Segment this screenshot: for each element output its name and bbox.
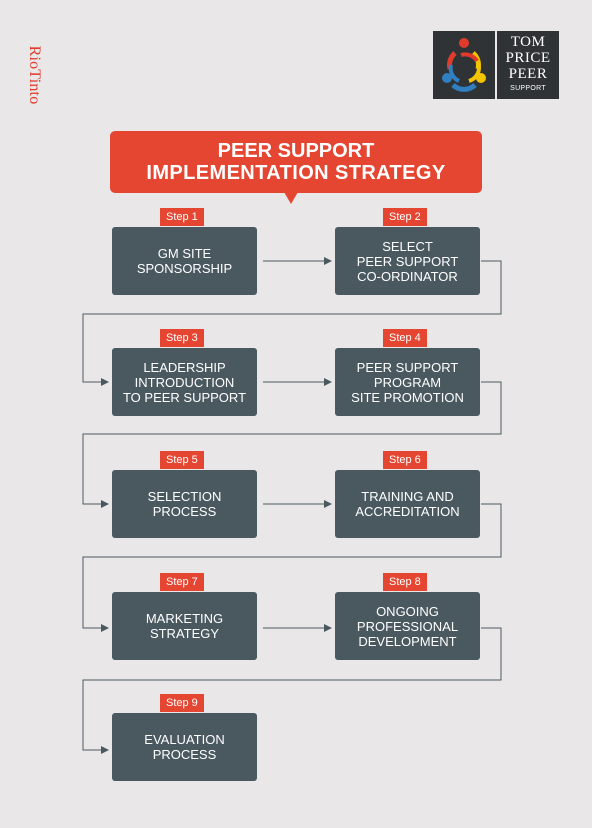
step-6-tag: Step 6 <box>383 451 427 469</box>
step-3-text: LEADERSHIP INTRODUCTION TO PEER SUPPORT <box>122 359 247 405</box>
step-3-tag: Step 3 <box>160 329 204 347</box>
step-8-tag: Step 8 <box>383 573 427 591</box>
title-line-2: IMPLEMENTATION STRATEGY <box>146 162 446 184</box>
logo-line-2: PRICE <box>505 50 551 66</box>
step-4-tag: Step 4 <box>383 329 427 347</box>
step-5-tag: Step 5 <box>160 451 204 469</box>
logo-line-1: TOM <box>510 34 546 50</box>
brand-logo: RioTinto <box>14 34 54 124</box>
step-9-text: EVALUATION PROCESS <box>144 732 225 762</box>
title-pointer <box>284 192 298 204</box>
step-8-text: ONGOING PROFESSIONAL DEVELOPMENT <box>356 603 459 649</box>
step-8-box: ONGOING PROFESSIONAL DEVELOPMENT <box>335 592 480 660</box>
step-6-box: TRAINING AND ACCREDITATION <box>335 470 480 538</box>
step-7-box: MARKETING STRATEGY <box>112 592 257 660</box>
step-1-text: GM SITE SPONSORSHIP <box>136 246 233 276</box>
step-1-tag: Step 1 <box>160 208 204 226</box>
step-5-text: SELECTION PROCESS <box>147 489 222 519</box>
step-9-box: EVALUATION PROCESS <box>112 713 257 781</box>
step-7-tag: Step 7 <box>160 573 204 591</box>
step-1-box: GM SITE SPONSORSHIP <box>112 227 257 295</box>
brand-name: RioTinto <box>26 45 43 105</box>
logo-line-4: SUPPORT <box>510 85 546 92</box>
tom-price-peer-support-logo: TOM PRICE PEER SUPPORT <box>497 31 559 99</box>
page-title: PEER SUPPORT IMPLEMENTATION STRATEGY <box>110 131 482 193</box>
peer-support-ring-icon <box>433 31 495 99</box>
logo-line-3: PEER <box>508 66 548 82</box>
step-2-box: SELECT PEER SUPPORT CO-ORDINATOR <box>335 227 480 295</box>
step-4-text: PEER SUPPORT PROGRAM SITE PROMOTION <box>351 359 464 405</box>
step-2-text: SELECT PEER SUPPORT CO-ORDINATOR <box>356 238 459 284</box>
step-3-box: LEADERSHIP INTRODUCTION TO PEER SUPPORT <box>112 348 257 416</box>
step-6-text: TRAINING AND ACCREDITATION <box>355 489 460 519</box>
step-2-tag: Step 2 <box>383 208 427 226</box>
step-7-text: MARKETING STRATEGY <box>145 611 224 641</box>
title-line-1: PEER SUPPORT <box>217 140 375 162</box>
step-9-tag: Step 9 <box>160 694 204 712</box>
step-5-box: SELECTION PROCESS <box>112 470 257 538</box>
step-4-box: PEER SUPPORT PROGRAM SITE PROMOTION <box>335 348 480 416</box>
